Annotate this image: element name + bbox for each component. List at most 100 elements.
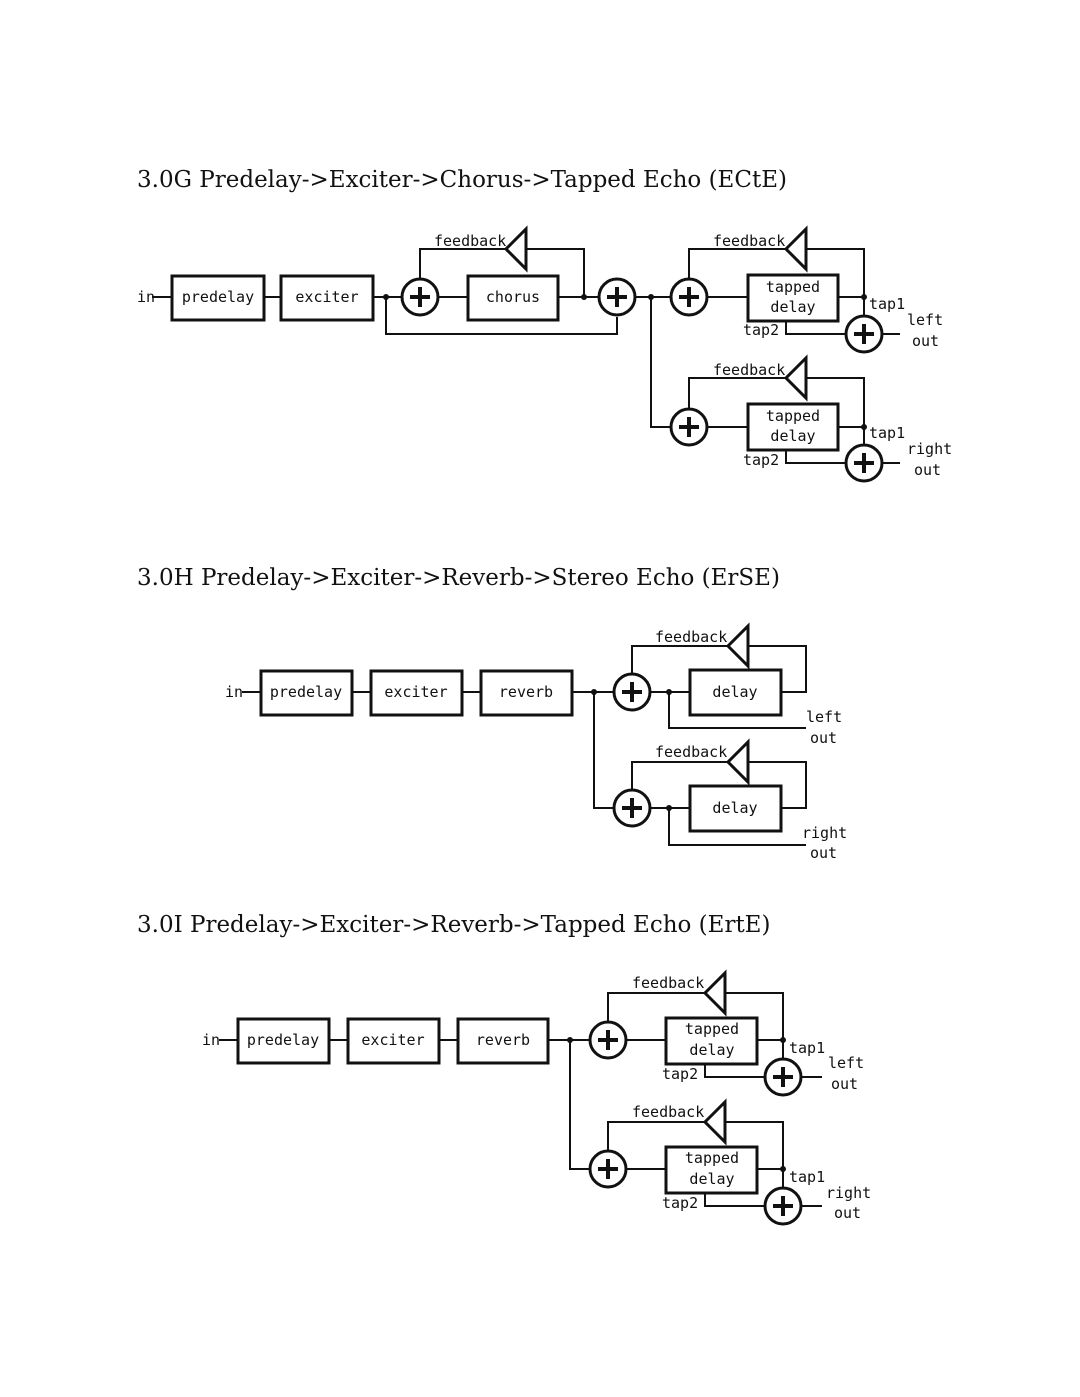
junction-dot <box>861 294 867 300</box>
tap1-label: tap1 <box>869 295 905 313</box>
feedback-gain-triangle <box>503 225 528 273</box>
reverb-label: reverb <box>476 1031 530 1049</box>
summing-node <box>597 277 637 317</box>
feedback-gain-triangle <box>783 225 808 273</box>
diagram-3-0i: in predelay exciter reverb feedback tapp… <box>202 969 871 1226</box>
diagram-title-3-0g: 3.0G Predelay->Exciter->Chorus->Tapped E… <box>137 167 787 193</box>
wire <box>725 992 784 1041</box>
summing-node <box>400 277 440 317</box>
tapped-delay-left-box <box>746 273 840 323</box>
feedback-label: feedback <box>632 1103 704 1121</box>
summing-node <box>844 443 884 483</box>
out-label: out <box>834 1204 861 1222</box>
feedback-label: feedback <box>655 628 727 646</box>
input-label: in <box>137 288 155 306</box>
wire <box>785 322 845 335</box>
tap1-label: tap1 <box>789 1168 825 1186</box>
wire <box>806 248 865 298</box>
summing-node <box>763 1186 803 1226</box>
out-label: out <box>912 332 939 350</box>
feedback-label: feedback <box>713 232 785 250</box>
out-label: out <box>810 729 837 747</box>
delay-label: delay <box>770 298 815 316</box>
wire <box>631 645 728 673</box>
tapped-label: tapped <box>685 1020 739 1038</box>
wire <box>631 761 728 789</box>
delay-label: delay <box>689 1041 734 1059</box>
delay-right-box <box>688 784 783 833</box>
junction-dot <box>567 1037 573 1043</box>
chorus-box <box>466 274 560 322</box>
junction-dot <box>780 1166 786 1172</box>
wire <box>569 1040 589 1170</box>
summing-node <box>612 788 652 828</box>
tap1-label: tap1 <box>869 424 905 442</box>
predelay-box <box>236 1017 331 1065</box>
out-label: out <box>831 1075 858 1093</box>
wire <box>607 992 705 1021</box>
reverb-box <box>479 669 574 717</box>
reverb-box <box>456 1017 550 1065</box>
tapped-label: tapped <box>766 278 820 296</box>
diagram-title-3-0h: 3.0H Predelay->Exciter->Reverb->Stereo E… <box>137 565 780 591</box>
wire <box>668 692 806 729</box>
junction-dot <box>666 689 672 695</box>
feedback-label: feedback <box>655 743 727 761</box>
summing-node <box>669 277 709 317</box>
wire <box>704 1064 764 1078</box>
left-label: left <box>907 311 943 329</box>
delay-label: delay <box>689 1170 734 1188</box>
wire <box>688 248 786 278</box>
wire <box>806 377 865 428</box>
feedback-gain-triangle <box>725 622 750 670</box>
wire <box>650 297 670 428</box>
wire <box>704 1193 764 1207</box>
wire <box>385 297 618 335</box>
feedback-label: feedback <box>434 232 506 250</box>
exciter-label: exciter <box>361 1031 424 1049</box>
tap1-label: tap1 <box>789 1039 825 1057</box>
feedback-label: feedback <box>713 361 785 379</box>
exciter-box <box>279 274 375 322</box>
diagram-title-3-0i: 3.0I Predelay->Exciter->Reverb->Tapped E… <box>137 912 771 938</box>
tap2-label: tap2 <box>743 321 779 339</box>
exciter-label: exciter <box>384 683 447 701</box>
delay-label: delay <box>712 683 757 701</box>
summing-node <box>669 407 709 447</box>
junction-dot <box>591 689 597 695</box>
right-label: right <box>826 1184 871 1202</box>
predelay-box <box>259 669 354 717</box>
exciter-box <box>346 1017 441 1065</box>
summing-node <box>588 1020 628 1060</box>
out-label: out <box>914 461 941 479</box>
diagram-3-0h: in predelay exciter reverb feedback dela… <box>225 622 847 862</box>
exciter-label: exciter <box>295 288 358 306</box>
tap2-label: tap2 <box>662 1194 698 1212</box>
feedback-label: feedback <box>632 974 704 992</box>
feedback-gain-triangle <box>725 738 750 786</box>
wire <box>785 451 845 464</box>
junction-dot <box>581 294 587 300</box>
junction-dot <box>383 294 389 300</box>
tapped-label: tapped <box>766 407 820 425</box>
reverb-label: reverb <box>499 683 553 701</box>
feedback-gain-triangle <box>783 354 808 402</box>
left-label: left <box>806 708 842 726</box>
wire <box>607 1121 705 1150</box>
right-label: right <box>907 440 952 458</box>
input-label: in <box>202 1031 220 1049</box>
predelay-label: predelay <box>247 1031 319 1049</box>
summing-node <box>612 672 652 712</box>
feedback-gain-triangle <box>702 969 727 1017</box>
diagram-3-0g: in predelay exciter chorus feedback feed… <box>137 225 952 483</box>
left-label: left <box>828 1054 864 1072</box>
delay-label: delay <box>712 799 757 817</box>
summing-node <box>588 1149 628 1189</box>
delay-left-box <box>688 668 783 717</box>
wire <box>668 808 806 846</box>
tapped-delay-left-box <box>664 1016 759 1066</box>
wire <box>725 1121 784 1170</box>
junction-dot <box>780 1037 786 1043</box>
wire <box>748 645 807 693</box>
